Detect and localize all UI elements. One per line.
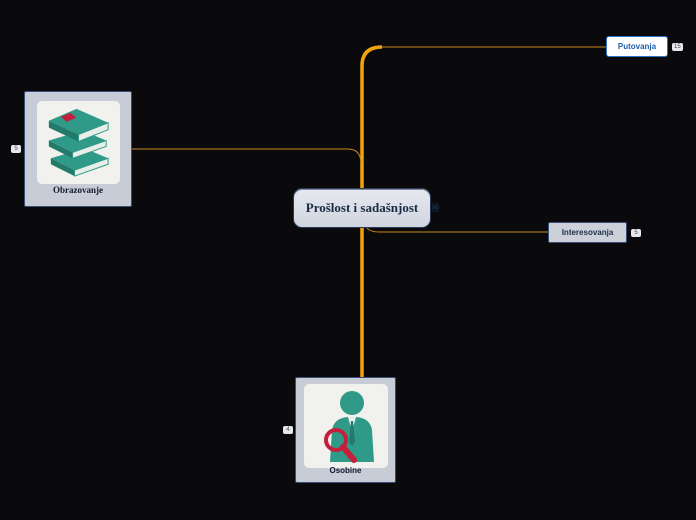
topic-obrazovanje[interactable]: Obrazovanje	[24, 91, 132, 207]
connector-trunk-putovanja	[360, 45, 383, 188]
count-badge[interactable]: 4	[283, 426, 293, 434]
central-topic-title: Prošlost i sadašnjost	[305, 200, 419, 215]
count-badge[interactable]: 5	[11, 145, 21, 153]
topic-label: Putovanja	[617, 42, 657, 51]
person-magnifier-icon	[304, 384, 388, 468]
topic-interesovanja[interactable]: Interesovanja	[548, 222, 627, 243]
connector-obrazovanje	[132, 148, 362, 163]
count-badge[interactable]: 15	[672, 43, 683, 51]
topic-label: Obrazovanje	[53, 185, 103, 195]
topic-osobine[interactable]: Osobine	[295, 377, 396, 483]
count-badge[interactable]: 5	[631, 229, 641, 237]
note-icon[interactable]: 🖹	[432, 203, 440, 213]
topic-putovanja[interactable]: Putovanja	[606, 36, 668, 57]
central-topic[interactable]: Prošlost i sadašnjost	[293, 188, 431, 228]
topic-label: Interesovanja	[561, 228, 614, 237]
connector-interesovanja	[366, 227, 548, 233]
topic-label: Osobine	[329, 466, 362, 475]
books-icon	[37, 101, 120, 184]
